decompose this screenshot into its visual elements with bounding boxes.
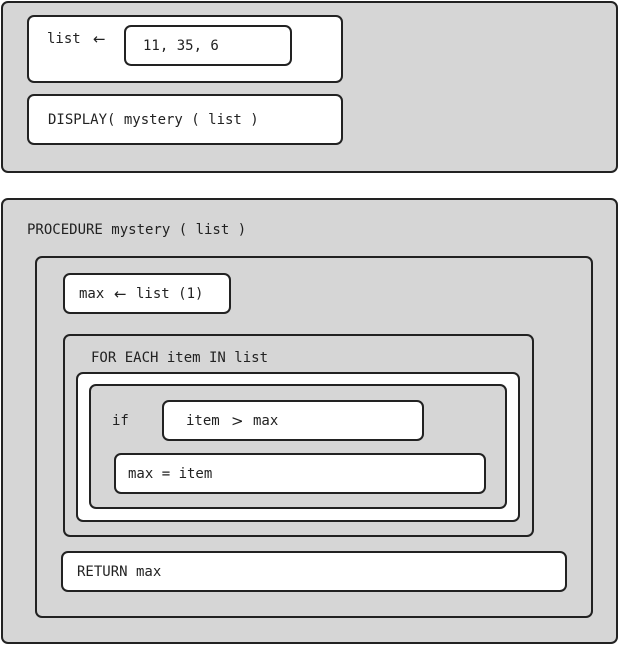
- list-value-box: [124, 25, 292, 66]
- condition-right-operand: max: [253, 413, 279, 429]
- display-statement-text: DISPLAY( mystery ( list ): [48, 112, 259, 128]
- max-init-expression: list (1): [136, 286, 204, 302]
- if-body-statement: max = item: [128, 466, 213, 482]
- if-keyword: if: [112, 413, 129, 429]
- procedure-header-text: PROCEDURE mystery ( list ): [27, 222, 247, 238]
- for-each-header-text: FOR EACH item IN list: [91, 350, 269, 366]
- display-block: [27, 94, 343, 145]
- if-body-block: [114, 453, 486, 494]
- assign-arrow-icon: ←: [93, 30, 106, 48]
- condition-left-operand: item: [186, 413, 220, 429]
- return-statement-text: RETURN max: [77, 564, 162, 580]
- condition-operator: >: [231, 412, 244, 430]
- assign-variable-label: list: [47, 31, 81, 47]
- max-init-block: [63, 273, 231, 314]
- max-init-variable: max: [79, 286, 105, 302]
- condition-block: [162, 400, 424, 441]
- max-init-arrow-icon: ←: [114, 285, 127, 303]
- list-value-text: 11, 35, 6: [143, 38, 219, 54]
- return-block: [61, 551, 567, 592]
